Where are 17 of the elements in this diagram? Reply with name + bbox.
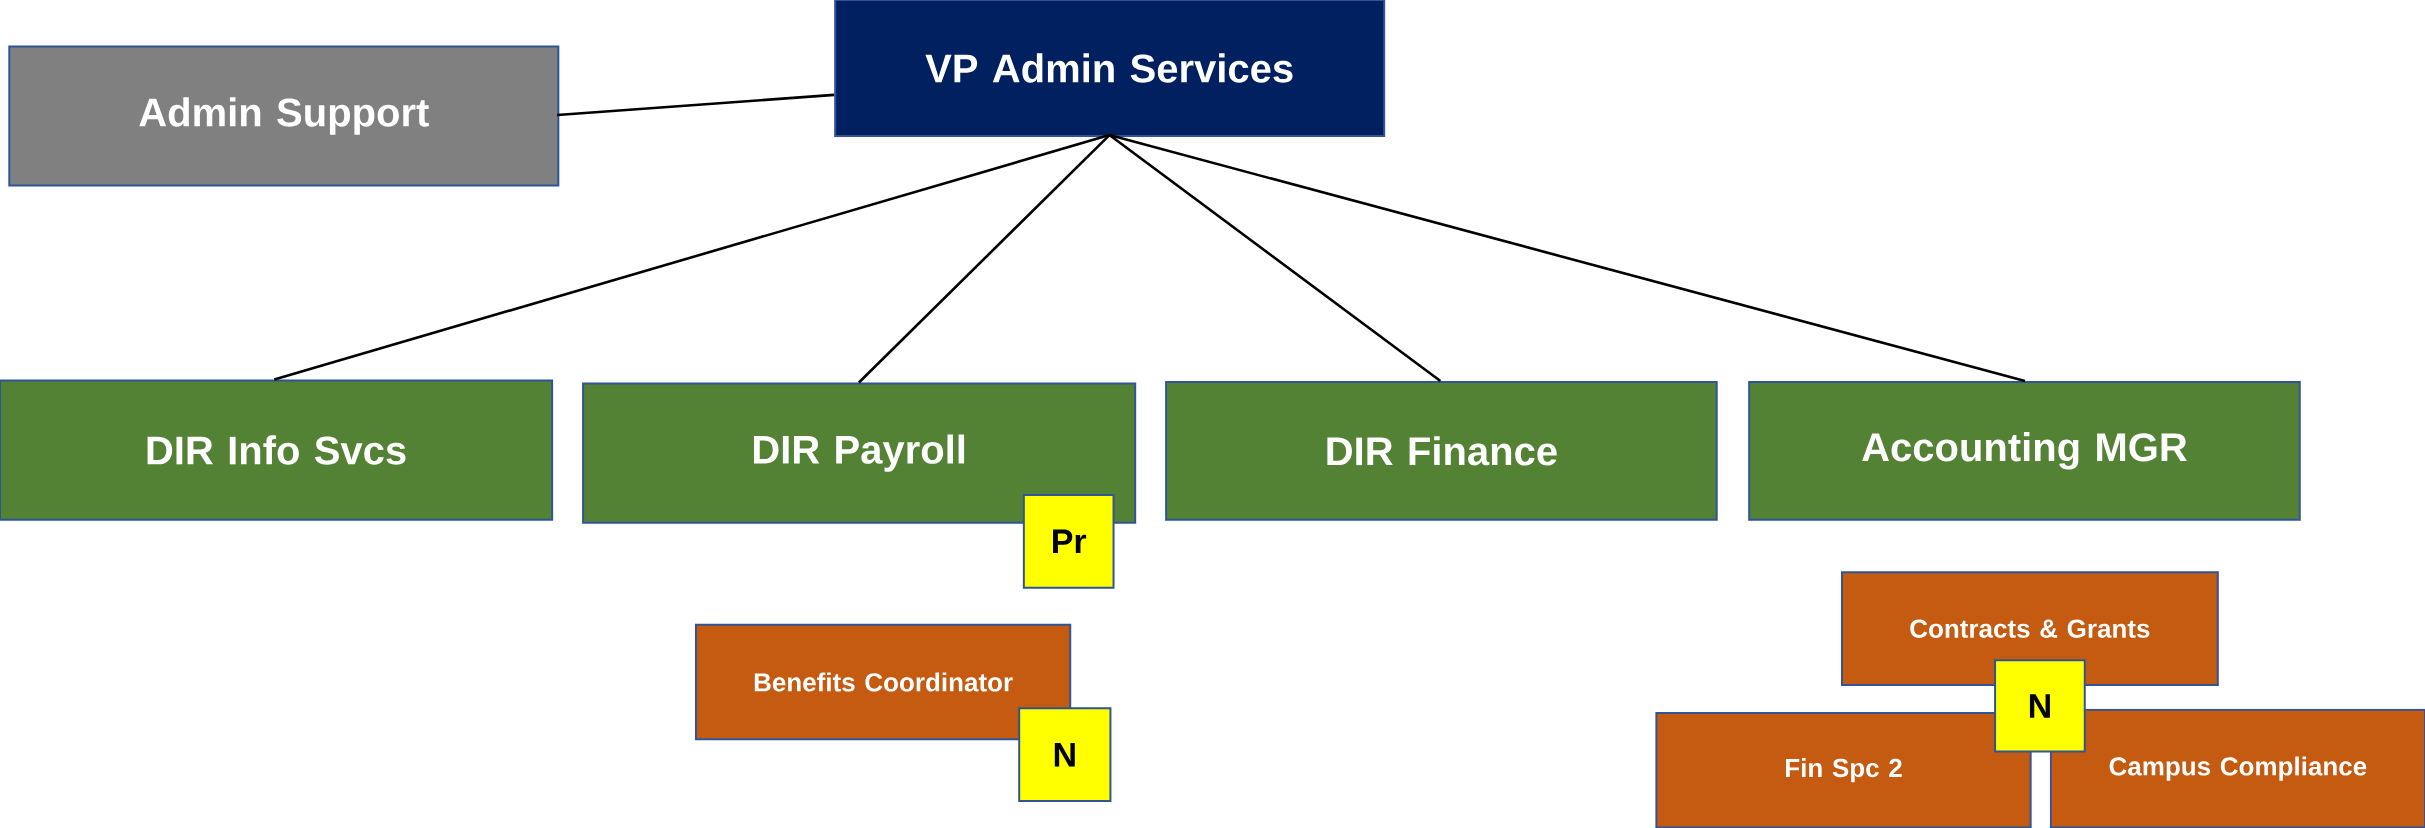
org-box: Contracts & Grants xyxy=(1840,571,2219,687)
tag-box: Pr xyxy=(1022,493,1115,589)
org-box: DIR Info Svcs xyxy=(0,379,554,521)
connector-line xyxy=(1109,133,2026,383)
org-box: Benefits Coordinator xyxy=(694,623,1072,741)
org-box: DIR Finance xyxy=(1165,381,1718,521)
org-box: Admin Support xyxy=(8,45,560,187)
tag-box: N xyxy=(1994,659,2086,753)
org-box: Accounting MGR xyxy=(1748,381,2301,521)
connector-line xyxy=(557,93,835,117)
tag-box: N xyxy=(1018,707,1112,803)
connector-line xyxy=(858,134,1111,384)
connector-line xyxy=(1108,134,1442,383)
connector-line xyxy=(273,133,1110,381)
org-box: Campus Compliance xyxy=(2049,708,2425,828)
org-box: DIR Payroll xyxy=(582,382,1137,524)
org-box: VP Admin Services xyxy=(834,0,1386,138)
